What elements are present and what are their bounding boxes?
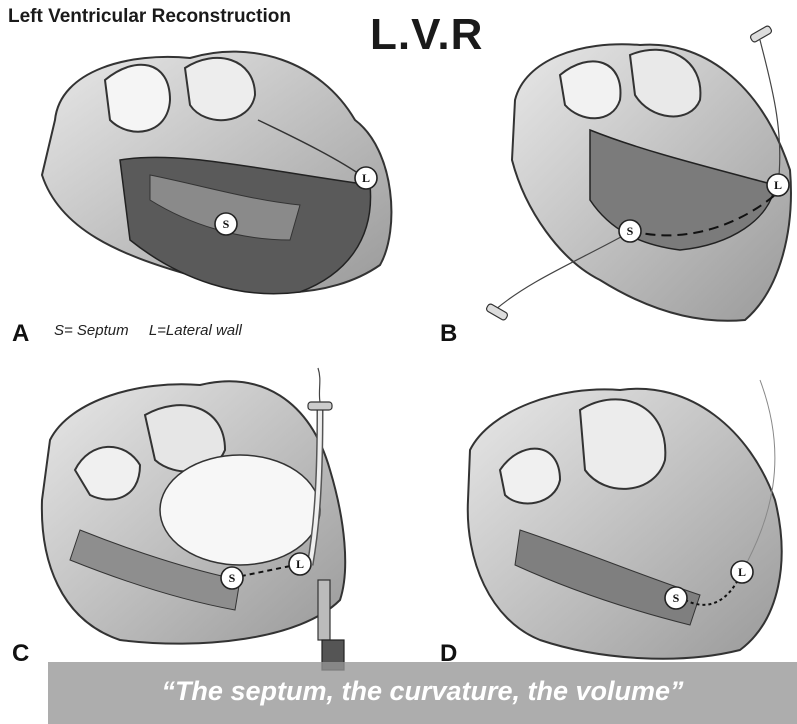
panel-c-marker-s: S: [221, 567, 243, 589]
panel-b-label: B: [440, 320, 457, 348]
svg-text:S: S: [223, 217, 230, 231]
svg-text:L: L: [774, 178, 782, 192]
svg-text:S: S: [673, 591, 680, 605]
panel-d-marker-s: S: [665, 587, 687, 609]
svg-text:L: L: [296, 557, 304, 571]
panel-c-label: C: [12, 640, 29, 668]
legend-septum: S= Septum: [54, 322, 129, 339]
svg-text:L: L: [738, 565, 746, 579]
caption-text: “The septum, the curvature, the volume”: [48, 676, 797, 707]
panel-d-heart: [468, 380, 782, 659]
panel-a-marker-s: S: [215, 213, 237, 235]
svg-text:L: L: [362, 171, 370, 185]
panel-b-heart: [485, 25, 790, 321]
panel-b-marker-l: L: [767, 174, 789, 196]
svg-text:S: S: [627, 224, 634, 238]
panel-b-marker-s: S: [619, 220, 641, 242]
panel-a-label: A: [12, 320, 29, 348]
legend-lateral-wall: L=Lateral wall: [149, 322, 242, 339]
panel-c-marker-l: L: [289, 553, 311, 575]
panel-a-marker-l: L: [355, 167, 377, 189]
legend: S= Septum L=Lateral wall: [54, 322, 258, 339]
panel-a-heart: [42, 52, 391, 294]
panel-d-marker-l: L: [731, 561, 753, 583]
panel-c-heart: [42, 368, 345, 670]
svg-text:S: S: [229, 571, 236, 585]
